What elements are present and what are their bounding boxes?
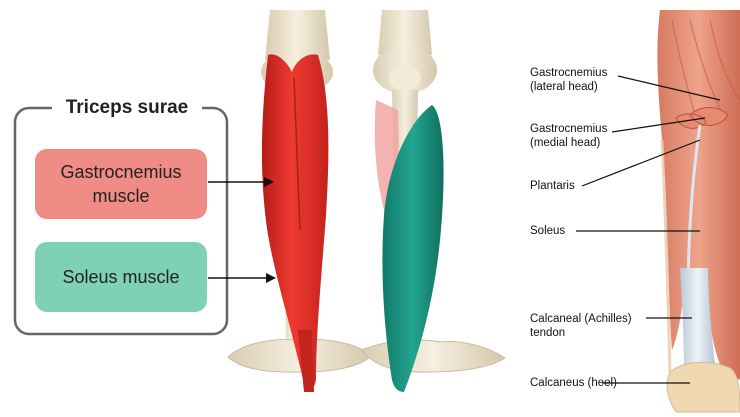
- label-gastrocnemius-lateral: Gastrocnemius (lateral head): [530, 66, 607, 94]
- label-line: Calcaneus (heel): [530, 376, 617, 390]
- label-line: Plantaris: [530, 179, 575, 193]
- arrow-head: [266, 273, 276, 283]
- label-line: (lateral head): [530, 80, 607, 94]
- legend-gastrocnemius-line1: Gastrocnemius: [60, 160, 181, 184]
- label-soleus: Soleus: [530, 224, 565, 238]
- patella: [389, 66, 421, 90]
- muscle-illustration: [657, 10, 740, 412]
- label-line: tendon: [530, 326, 632, 340]
- legend-gastrocnemius-line2: muscle: [60, 184, 181, 208]
- label-line: Gastrocnemius: [530, 66, 607, 80]
- calcaneus-heel: [667, 362, 740, 412]
- foot-bones: [362, 340, 505, 372]
- label-plantaris: Plantaris: [530, 179, 575, 193]
- leg-anterior-view: [362, 10, 505, 392]
- label-line: Soleus: [530, 224, 565, 238]
- label-calcaneus: Calcaneus (heel): [530, 376, 617, 390]
- legend-gastrocnemius: Gastrocnemius muscle: [35, 149, 207, 219]
- leg-posterior-view: [228, 10, 372, 392]
- legend-soleus-label: Soleus muscle: [62, 265, 179, 289]
- label-calcaneal-tendon: Calcaneal (Achilles) tendon: [530, 312, 632, 340]
- label-gastrocnemius-medial: Gastrocnemius (medial head): [530, 122, 607, 150]
- legend-title: Triceps surae: [52, 97, 202, 119]
- label-line: (medial head): [530, 136, 607, 150]
- label-line: Gastrocnemius: [530, 122, 607, 136]
- legend-soleus: Soleus muscle: [35, 242, 207, 312]
- label-line: Calcaneal (Achilles): [530, 312, 632, 326]
